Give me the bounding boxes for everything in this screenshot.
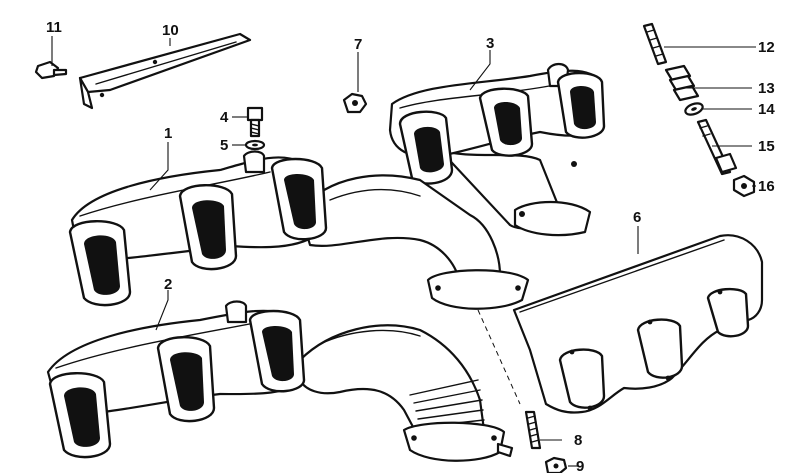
exhaust-manifold-part-3 <box>388 62 606 237</box>
callout-6: 6 <box>633 209 641 226</box>
callout-8: 8 <box>574 432 582 449</box>
callout-9: 9 <box>576 458 584 473</box>
assembly-centerline <box>477 309 521 405</box>
leader-lines <box>51 36 756 467</box>
stud-part-8 <box>524 410 542 450</box>
callout-4: 4 <box>220 109 229 126</box>
callout-16: 16 <box>758 178 775 195</box>
nut-part-9 <box>544 456 568 473</box>
bolt-part-4 <box>246 106 264 138</box>
callout-1: 1 <box>164 125 172 142</box>
callout-10: 10 <box>162 22 179 39</box>
stud-part-12 <box>642 22 668 66</box>
nut-part-16 <box>732 174 756 198</box>
nut-part-7 <box>342 92 368 114</box>
exhaust-manifold-part-1 <box>68 150 530 310</box>
callout-7: 7 <box>354 36 362 53</box>
heat-shield-bracket-part-10 <box>78 32 252 110</box>
washer-part-14 <box>684 102 704 116</box>
callout-12: 12 <box>758 39 775 56</box>
callout-5: 5 <box>220 137 228 154</box>
callout-15: 15 <box>758 138 775 155</box>
callout-labels: 11 10 4 5 7 3 1 2 6 8 9 12 13 14 15 16 <box>46 19 775 473</box>
callout-14: 14 <box>758 101 775 118</box>
washer-part-5 <box>244 139 266 151</box>
callout-3: 3 <box>486 35 494 52</box>
exhaust-manifold-part-2 <box>46 300 514 462</box>
callout-13: 13 <box>758 80 775 97</box>
spring-part-13 <box>664 64 700 102</box>
stud-part-15 <box>696 118 738 176</box>
callout-11: 11 <box>46 19 62 36</box>
callout-2: 2 <box>164 276 172 293</box>
bolt-part-11 <box>34 60 68 80</box>
gasket-plate-part-6 <box>512 234 764 414</box>
